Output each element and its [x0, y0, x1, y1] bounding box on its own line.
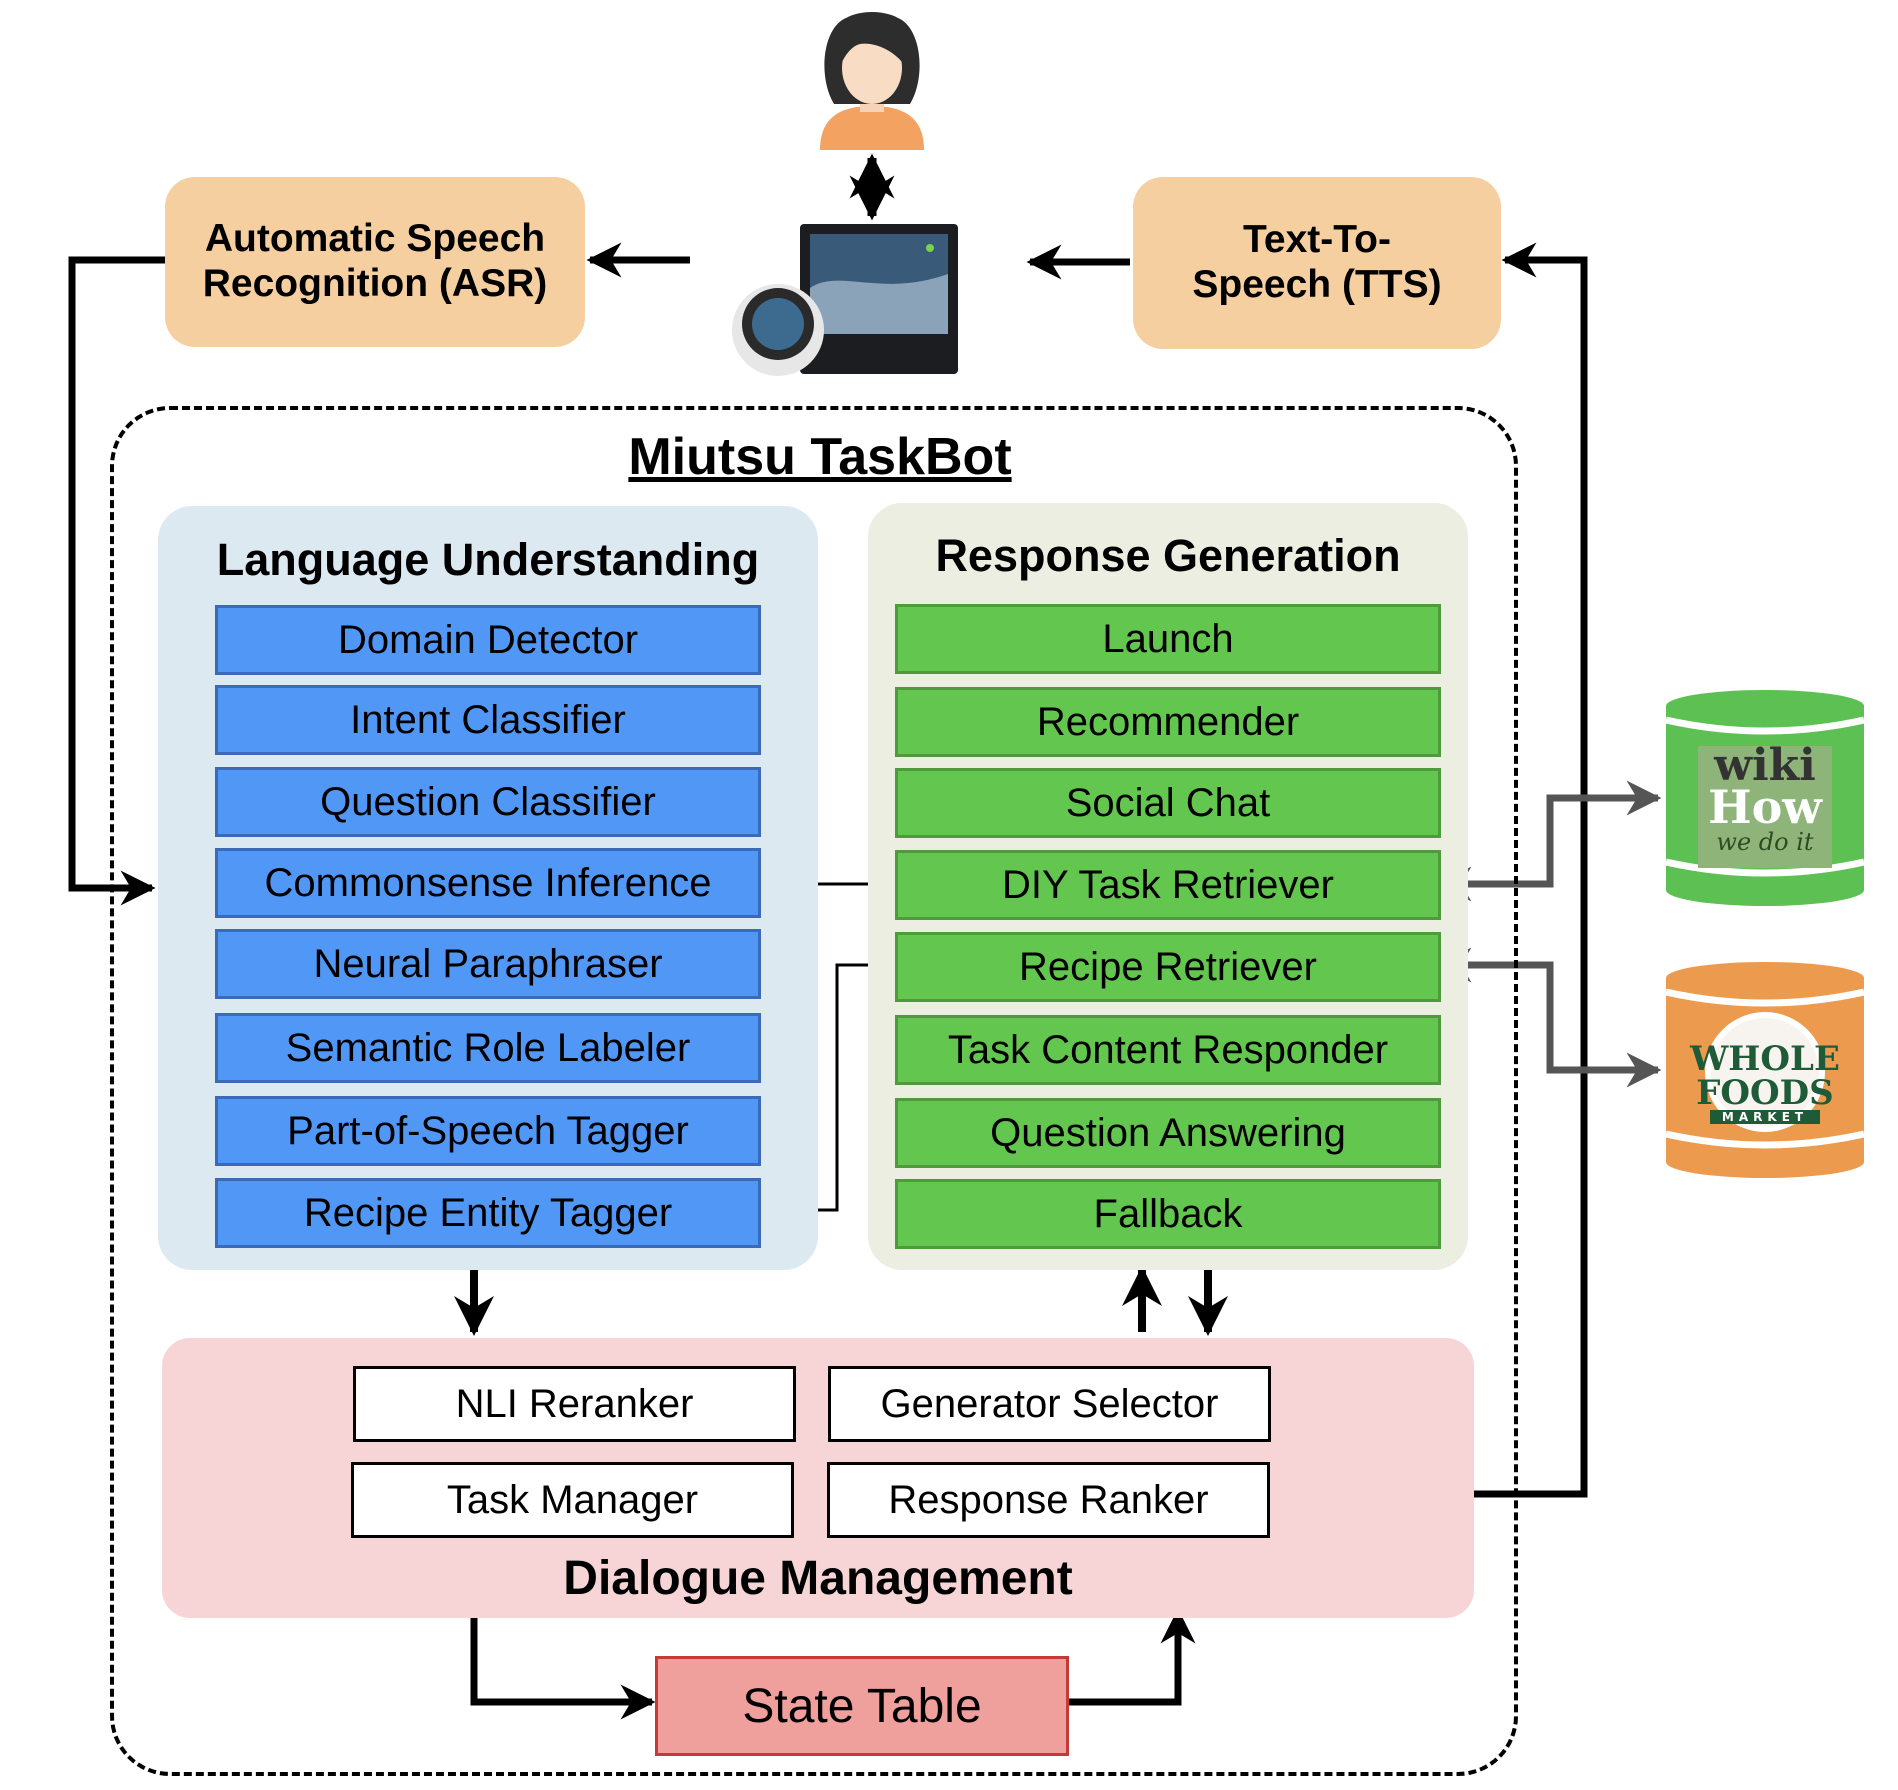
rg-module-diy-task-retriever: DIY Task Retriever	[895, 850, 1441, 920]
user-avatar-icon	[820, 12, 924, 150]
rg-module-recommender: Recommender	[895, 687, 1441, 757]
dm-module-generator-selector: Generator Selector	[828, 1366, 1271, 1442]
wholefoods-logo-line2: FOODS	[1696, 1073, 1834, 1113]
state-to-dm-arrow	[1068, 1608, 1196, 1706]
wholefoods-database-icon: WHOLE FOODS MARKET	[1665, 962, 1865, 1178]
taskbot-title: Miutsu TaskBot	[628, 428, 1012, 486]
lu-module-commonsense-inference: Commonsense Inference	[215, 848, 761, 918]
recipe-wholefoods-arrow	[1436, 947, 1662, 1088]
lu-module-intent-classifier: Intent Classifier	[215, 685, 761, 755]
lu-module-recipe-entity-tagger: Recipe Entity Tagger	[215, 1178, 761, 1248]
lu-module-domain-detector: Domain Detector	[215, 605, 761, 675]
dm-module-response-ranker: Response Ranker	[827, 1462, 1270, 1538]
asr-box: Automatic Speech Recognition (ASR)	[165, 177, 585, 347]
rg-module-launch: Launch	[895, 604, 1441, 674]
lu-module-neural-paraphraser: Neural Paraphraser	[215, 929, 761, 999]
taskbot-frame	[110, 406, 1518, 1776]
rg-module-task-content-responder: Task Content Responder	[895, 1015, 1441, 1085]
wholefoods-logo-line3: MARKET	[1710, 1110, 1820, 1125]
diy-wikihow-arrow	[1436, 780, 1662, 902]
state-table-box: State Table	[655, 1656, 1069, 1756]
wikihow-logo-line2: How	[1708, 780, 1822, 834]
rg-module-fallback: Fallback	[895, 1179, 1441, 1249]
rg-module-recipe-retriever: Recipe Retriever	[895, 932, 1441, 1002]
echo-show-device-icon	[732, 224, 958, 376]
rg-module-social-chat: Social Chat	[895, 768, 1441, 838]
dm-to-state-arrow	[470, 1616, 656, 1720]
wikihow-database-icon: wiki How we do it	[1665, 690, 1865, 906]
dialogue-management-title: Dialogue Management	[563, 1551, 1073, 1605]
language-understanding-title: Language Understanding	[216, 534, 760, 585]
lu-module-semantic-role-labeler: Semantic Role Labeler	[215, 1013, 761, 1083]
wikihow-logo-line3: we do it	[1716, 828, 1814, 856]
wikihow-logo-line1: wiki	[1714, 740, 1816, 791]
lu-module-pos-tagger: Part-of-Speech Tagger	[215, 1096, 761, 1166]
dm-module-task-manager: Task Manager	[351, 1462, 794, 1538]
dm-module-nli-reranker: NLI Reranker	[353, 1366, 796, 1442]
rg-module-question-answering: Question Answering	[895, 1098, 1441, 1168]
tts-box: Text-To- Speech (TTS)	[1133, 177, 1501, 349]
lu-module-question-classifier: Question Classifier	[215, 767, 761, 837]
wholefoods-logo-line1: WHOLE	[1690, 1039, 1840, 1079]
response-generation-title: Response Generation	[935, 530, 1401, 581]
